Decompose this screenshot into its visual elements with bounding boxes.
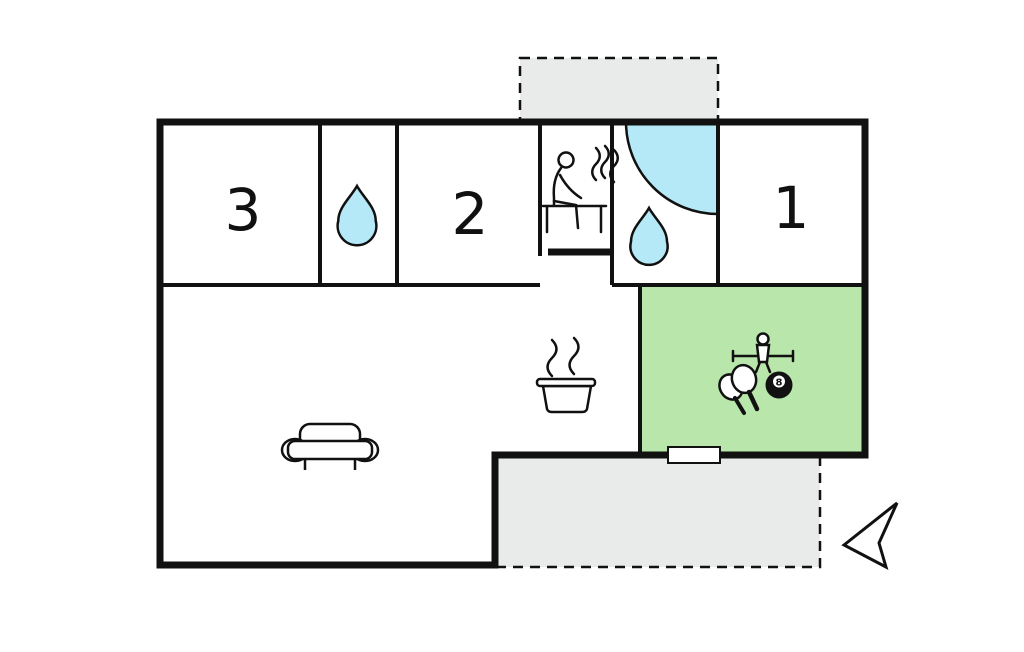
room-label-3: 3 [225, 176, 262, 244]
game-room-icons: 8 [718, 332, 795, 415]
water-drop-icon [338, 186, 377, 245]
cooking-pot-icon [535, 336, 597, 414]
terrace-bottom [495, 454, 822, 569]
terrace-top [518, 56, 720, 126]
room-label-2: 2 [452, 180, 489, 248]
foosball-player-icon [731, 332, 795, 374]
north-arrow-icon [841, 501, 899, 570]
sofa-icon [280, 422, 380, 470]
water-drop-icon [630, 208, 667, 265]
billiard-8-ball-icon: 8 [765, 371, 793, 399]
sauna-person-icon [541, 151, 608, 234]
steam-icon [546, 336, 580, 378]
interior-walls [160, 122, 865, 455]
outer-walls [156, 118, 869, 569]
billiard-ball-number: 8 [776, 378, 783, 389]
window-icon [667, 446, 721, 464]
room-label-1: 1 [773, 174, 810, 242]
heat-waves-icon [591, 144, 619, 184]
table-tennis-bats-icon [718, 363, 760, 415]
corner-shower-icon [624, 120, 720, 216]
